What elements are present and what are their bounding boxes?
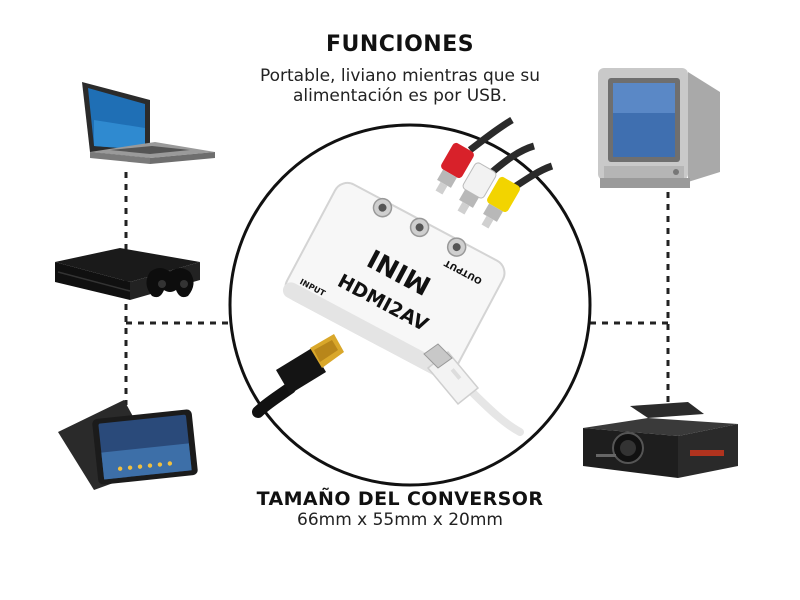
size-title: TAMAÑO DEL CONVERSOR <box>256 488 544 510</box>
hdmi-cable <box>252 334 344 418</box>
rca-red-plug <box>435 142 474 195</box>
page-subtitle: Portable, liviano mientras que su alimen… <box>200 66 600 106</box>
page-title: FUNCIONES <box>325 32 475 57</box>
size-value: 66mm x 55mm x 20mm <box>297 510 503 530</box>
converter-box: OUTPUT MINI HDMI2AV INPUT <box>282 181 506 381</box>
tablet-icon <box>58 400 198 490</box>
subtitle-line-2: alimentación es por USB. <box>293 86 507 106</box>
subtitle-line-1: Portable, liviano mientras que su <box>259 66 541 86</box>
tv-icon <box>598 68 720 188</box>
rca-cables <box>435 116 554 229</box>
rca-yellow-plug <box>481 176 520 229</box>
rca-white-plug <box>457 162 497 215</box>
laptop-icon <box>82 82 215 164</box>
projector-icon <box>583 402 738 478</box>
connection-lines <box>124 172 670 410</box>
game-console-icon <box>55 248 200 300</box>
usb-cable <box>423 343 524 436</box>
